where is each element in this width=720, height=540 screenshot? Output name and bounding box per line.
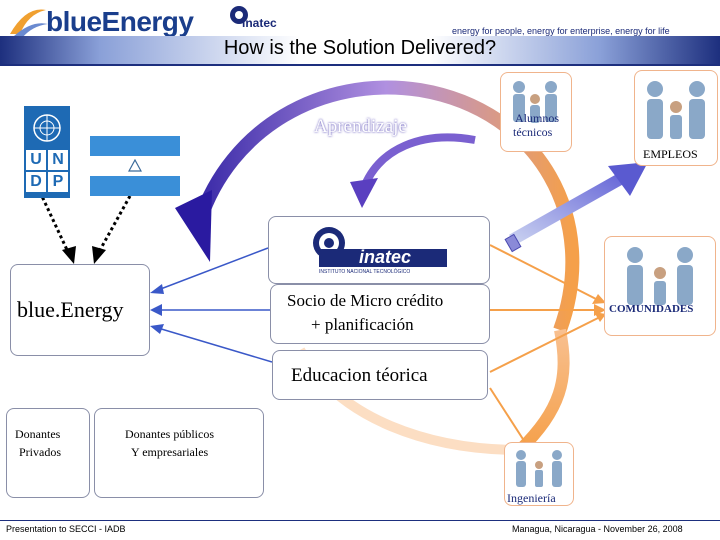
empleos-arrowhead — [608, 162, 648, 196]
socio-node: Socio de Micro crédito + planificación — [270, 284, 490, 344]
coat-of-arms-icon — [128, 159, 142, 172]
inatec-logo-header: inatec — [228, 2, 290, 36]
donantes-publicos-node: Donantes públicos Y empresariales — [94, 408, 264, 498]
footer-right-text: Managua, Nicaragua - November 26, 2008 — [512, 524, 683, 534]
inatec-wordmark: inatec — [359, 247, 412, 267]
alumnos-people-box: Alumnos técnicos — [500, 72, 572, 152]
inatec-to-be-arrow — [157, 247, 269, 291]
swoosh-icon — [10, 9, 48, 38]
donantes-privados-line2: Privados — [19, 445, 61, 459]
ingenieria-arc — [515, 328, 570, 455]
educacion-label: Educacion téorica — [291, 365, 428, 386]
inatec-subtitle: INSTITUTO NACIONAL TECNOLÓGICO — [319, 269, 411, 275]
comunidades-people-box: COMUNIDADES — [604, 236, 716, 336]
people-icon — [513, 81, 557, 123]
donantes-privados-line1: Donantes — [15, 427, 61, 441]
ingenieria-label: Ingeniería — [507, 491, 556, 505]
inner-arc-arrowhead — [350, 178, 378, 208]
educacion-to-comunidades — [489, 317, 599, 373]
people-icon — [627, 247, 693, 305]
ingenieria-people-box: Ingeniería — [504, 442, 574, 506]
slide-title: How is the Solution Delivered? — [223, 37, 497, 59]
inatec-to-comunidades — [489, 244, 599, 301]
un-emblem-icon — [33, 114, 61, 142]
blue-energy-label: blue.Energy — [17, 297, 124, 322]
educacion-to-ingenieria — [489, 387, 531, 451]
empleos-label: EMPLEOS — [643, 147, 698, 161]
inner-arc — [361, 133, 476, 187]
blueenergy-wordmark: blueEnergy — [46, 6, 194, 37]
educacion-node: Educacion téorica — [272, 350, 488, 400]
aprendizaje-arc — [193, 80, 580, 333]
empleos-arrow — [509, 172, 625, 246]
socio-label-line2: + planificación — [311, 315, 414, 334]
blueenergy-logo: blueEnergy — [8, 4, 198, 40]
undp-logo: U N D P — [24, 106, 70, 198]
nicaragua-flag — [90, 136, 180, 196]
footer-divider — [0, 520, 720, 521]
inatec-node: inatec INSTITUTO NACIONAL TECNOLÓGICO — [268, 216, 490, 284]
undp-letter-n: N — [48, 150, 68, 170]
aprendizaje-label: Aprendizaje — [314, 116, 407, 137]
undp-letter-u: U — [26, 150, 46, 170]
undp-letter-d: D — [26, 172, 46, 192]
footer-left-text: Presentation to SECCI - IADB — [6, 524, 126, 534]
comunidades-label: COMUNIDADES — [609, 303, 694, 315]
undp-letter-p: P — [48, 172, 68, 192]
alumnos-label-line2: técnicos — [513, 125, 553, 139]
inatec-header-wordmark: inatec — [242, 16, 277, 30]
donantes-privados-node: Donantes Privados — [6, 408, 90, 498]
undp-dotted-arrow — [38, 191, 70, 253]
people-icon — [647, 81, 705, 139]
tagline: energy for people, energy for enterprise… — [452, 26, 670, 36]
people-icon — [516, 450, 562, 487]
socio-label-line1: Socio de Micro crédito — [287, 291, 444, 310]
blue-energy-node: blue.Energy — [10, 264, 150, 356]
alumnos-label-line1: Alumnos — [515, 111, 560, 125]
educacion-to-be-arrow — [157, 327, 273, 363]
donantes-publicos-line2: Y empresariales — [131, 445, 209, 459]
gear-icon — [230, 6, 248, 24]
empleos-arrow-base — [504, 233, 522, 253]
donantes-publicos-line1: Donantes públicos — [125, 427, 214, 441]
aprendizaje-arrowhead — [175, 190, 212, 262]
empleos-people-box: EMPLEOS — [634, 70, 718, 166]
flag-dotted-arrow — [98, 195, 132, 251]
title-bar — [0, 36, 720, 66]
